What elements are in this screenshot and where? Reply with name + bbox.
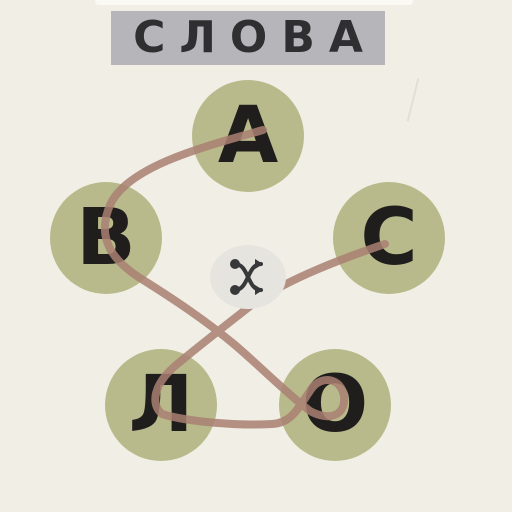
letter-tile-bottom-right[interactable]: О	[279, 349, 391, 461]
shuffle-button[interactable]	[210, 245, 286, 309]
letter-tile-left[interactable]: В	[50, 182, 162, 294]
letter-tile-bottom-left[interactable]: Л	[105, 349, 217, 461]
letter-glyph: В	[76, 193, 136, 283]
letter-glyph: Л	[128, 360, 194, 450]
letter-glyph: А	[217, 91, 279, 181]
word-text: СЛОВА	[133, 12, 377, 63]
letter-glyph: О	[301, 360, 369, 450]
letter-tile-top[interactable]: А	[192, 80, 304, 192]
background-mark	[406, 78, 420, 122]
letter-glyph: С	[360, 193, 418, 283]
word-banner: СЛОВА	[111, 11, 385, 65]
top-strip	[95, 0, 413, 5]
shuffle-icon	[230, 259, 263, 295]
letter-tile-right[interactable]: С	[333, 182, 445, 294]
